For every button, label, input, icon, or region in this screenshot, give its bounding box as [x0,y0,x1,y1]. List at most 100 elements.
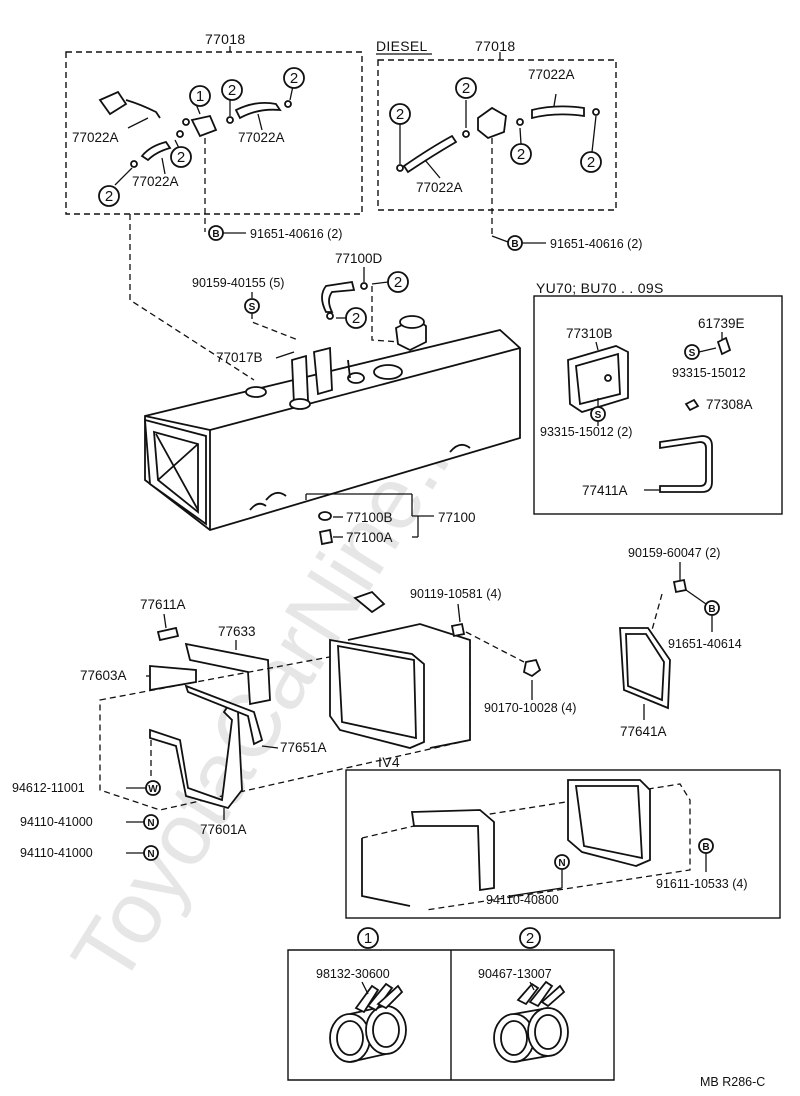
marker-2: 2 [221,79,243,101]
label-77022a-4: 77022A [528,67,575,82]
svg-text:2: 2 [517,146,525,163]
marker-b: B [698,838,714,854]
label-77310b: 77310B [566,326,613,341]
marker-s: S [684,344,700,360]
label-77100d: 77100D [335,251,383,266]
label-77100: 77100 [438,510,476,525]
label-93315-15012-b: 93315-15012 (2) [540,425,632,439]
svg-text:2: 2 [526,930,534,947]
svg-text:2: 2 [396,106,404,123]
diesel-hose-upper [531,105,585,120]
bracket-77633 [184,642,271,706]
iv4-strap-right [567,779,651,867]
marker-2: 2 [387,271,409,293]
label-91611-10533: 91611-10533 (4) [656,877,748,891]
label-61739e: 61739E [698,316,745,331]
label-90159-60047: 90159-60047 (2) [628,546,720,560]
marker-2: 2 [455,77,477,99]
marker-s: S [244,298,260,314]
svg-text:W: W [148,784,158,795]
group-77018-left: 77018 [65,31,363,215]
svg-text:S: S [595,410,602,421]
svg-text:1: 1 [364,930,372,947]
label-94612-11001: 94612-11001 [12,781,85,795]
screw-90159 [672,578,688,594]
bolt-90119 [450,622,466,638]
label-iv4: IV4 [378,754,400,770]
marker-n: N [143,814,159,830]
marker-n: N [143,845,159,861]
svg-text:N: N [147,818,154,829]
marker-2: 2 [170,146,192,168]
label-93315-15012-a: 93315-15012 [672,366,746,380]
label-77022a-5: 77022A [416,180,463,195]
svg-text:S: S [249,302,256,313]
svg-text:2: 2 [587,154,595,171]
bolt-77603a [149,665,197,692]
hose-77100d [321,280,356,313]
gauge-77100a [318,528,334,546]
diesel-hose-lower [402,134,458,174]
label-94110-41000-a: 94110-41000 [20,815,93,829]
label-77018-left: 77018 [205,31,245,47]
footer-code: MB R286-C [700,1075,765,1089]
label-90159-40155: 90159-40155 (5) [192,276,284,290]
svg-text:B: B [702,842,709,853]
marker-2: 2 [98,185,120,207]
label-91651-40614: 91651-40614 [668,637,742,651]
clip-77308a [684,398,700,412]
fuel-tank-77100 [144,315,521,531]
strap-77411a [659,435,713,493]
label-77633: 77633 [218,624,256,639]
marker-2: 2 [283,67,305,89]
label-91651-40616-right: 91651-40616 (2) [550,237,642,251]
svg-text:2: 2 [228,82,236,99]
label-77611a: 77611A [140,597,186,612]
clamp-detail-box [287,949,615,1081]
clamp-90467 [493,980,569,1063]
group-yu70-bu70: YU70; BU70 . . 09S [533,280,783,515]
svg-text:2: 2 [394,274,402,291]
label-90170-10028: 90170-10028 (4) [484,701,576,715]
label-77601a: 77601A [200,822,247,837]
svg-text:N: N [558,858,565,869]
svg-text:B: B [708,604,715,615]
marker-b: B [208,225,224,241]
diesel-valve [477,106,507,140]
vent-valve [98,90,128,116]
nut-90170 [522,658,542,678]
marker-2: 2 [580,151,602,173]
label-91651-40616-left: 91651-40616 (2) [250,227,342,241]
svg-text:2: 2 [290,70,298,87]
marker-1: 1 [189,85,211,107]
marker-b: B [704,600,720,616]
marker-n: N [554,854,570,870]
marker-2: 2 [510,143,532,165]
label-77651a: 77651A [280,740,327,755]
label-94110-40800: 94110-40800 [486,893,559,907]
group-77018-diesel: DIESEL 77018 [376,38,617,211]
label-98132-30600: 98132-30600 [316,967,390,981]
label-77017b: 77017B [216,350,263,365]
clip-61739e [716,336,732,356]
label-77603a: 77603A [80,668,127,683]
svg-text:S: S [689,348,696,359]
marker-1: 1 [357,927,379,949]
label-diesel: DIESEL [376,38,428,54]
label-94110-41000-b: 94110-41000 [20,846,93,860]
svg-text:1: 1 [196,88,204,105]
label-77100a: 77100A [346,530,393,545]
marker-2: 2 [345,307,367,329]
label-90467-13007: 90467-13007 [478,967,552,981]
label-77022a-1: 77022A [72,130,119,145]
hose-77022a [234,101,282,120]
svg-text:2: 2 [462,80,470,97]
bolt-77611a [156,626,180,642]
marker-2: 2 [519,927,541,949]
pad-77651a [184,684,264,746]
label-77022a-2: 77022A [238,130,285,145]
hose [125,99,161,119]
svg-text:2: 2 [105,188,113,205]
hose-77022a-lower [140,140,172,162]
